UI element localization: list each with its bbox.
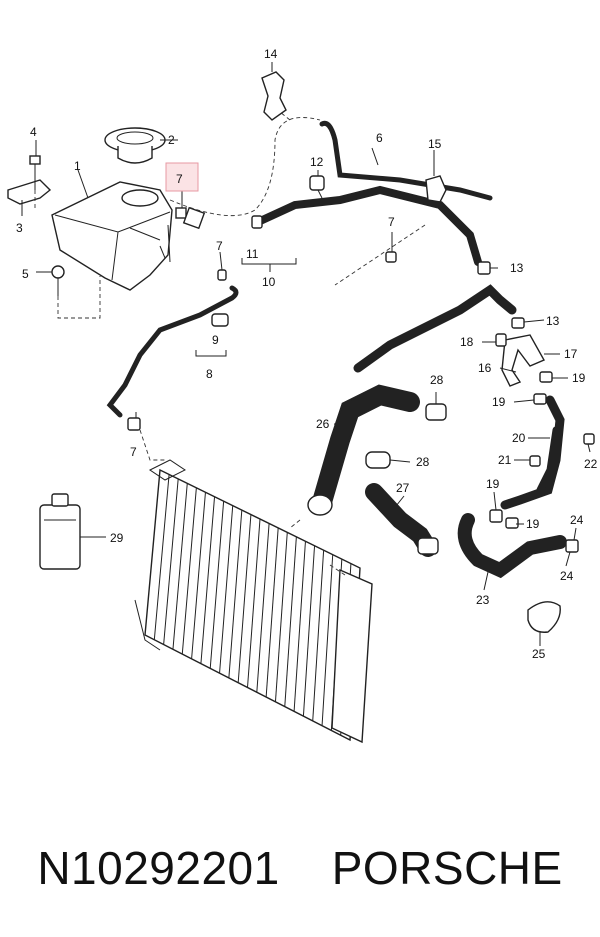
callout-11: 11 [246, 247, 259, 261]
callout-19c: 19 [486, 477, 500, 491]
radiator-fin [219, 505, 234, 674]
clamp-28b [365, 451, 391, 469]
radiator-fin [163, 478, 179, 645]
callout-18: 18 [460, 335, 474, 349]
sensor-12 [309, 175, 325, 199]
bracket-14 [261, 71, 287, 121]
callout-10: 10 [262, 275, 276, 289]
callout-13a: 13 [510, 261, 524, 275]
callout-28b: 28 [416, 455, 430, 469]
callout-1: 1 [74, 159, 81, 173]
radiator-fin [321, 554, 334, 726]
callout-15: 15 [428, 137, 442, 151]
caption-bar: N10292201 PORSCHE [0, 828, 600, 908]
brand-name: PORSCHE [331, 842, 563, 894]
coolant-bottle [39, 493, 81, 570]
valve-15 [425, 175, 447, 203]
callout-20: 20 [512, 431, 526, 445]
callout-27: 27 [396, 481, 410, 495]
radiator-fin [209, 501, 225, 669]
clip-7-highlighted [175, 206, 206, 230]
radiator-fin [181, 487, 197, 655]
radiator-fin [293, 541, 306, 712]
callout-19b: 19 [492, 395, 506, 409]
callout-9: 9 [212, 333, 219, 347]
callout-7b: 7 [216, 239, 223, 253]
callout-19a: 19 [572, 371, 586, 385]
callout-24b: 24 [560, 569, 574, 583]
callout-4: 4 [30, 125, 37, 139]
callout-14: 14 [264, 47, 278, 61]
parts-diagram: 1 2 3 4 5 6 7 7 7 7 8 9 10 11 12 13 13 1… [7, 47, 598, 744]
clamp-13a [477, 261, 491, 275]
part-number: N10292201 [37, 842, 280, 894]
callout-8: 8 [206, 367, 213, 381]
callout-13b: 13 [546, 314, 560, 328]
clamp-9 [211, 313, 229, 327]
radiator-fin [153, 474, 170, 640]
callout-7d: 7 [130, 445, 137, 459]
callout-19d: 19 [526, 517, 540, 531]
radiator-fin [228, 510, 243, 678]
radiator-fin [312, 550, 325, 721]
callout-28a: 28 [430, 373, 444, 387]
clamp-11 [251, 215, 263, 229]
callout-3: 3 [16, 221, 23, 235]
screw-5 [51, 265, 65, 296]
callout-22: 22 [584, 457, 598, 471]
radiator-fin [191, 492, 206, 659]
radiator-fin [302, 545, 316, 717]
radiator-fin [247, 518, 261, 688]
callout-26: 26 [316, 417, 330, 431]
clamp-28a [425, 403, 447, 421]
screw-4 [29, 155, 41, 190]
bracket [7, 179, 52, 205]
radiator-fin [237, 514, 252, 683]
radiator-fin [256, 523, 270, 693]
radiator-fin [284, 536, 297, 707]
highlight-box [165, 162, 199, 192]
radiator-fin [274, 532, 288, 702]
expansion-tank [51, 181, 173, 291]
callout-25: 25 [532, 647, 546, 661]
radiator-fin [172, 483, 188, 650]
tank-cap [104, 127, 166, 164]
callout-7c: 7 [388, 215, 395, 229]
callout-17: 17 [564, 347, 578, 361]
callout-24a: 24 [570, 513, 584, 527]
callout-21: 21 [498, 453, 512, 467]
radiator-fin [200, 496, 216, 664]
radiator-fin [265, 527, 279, 698]
callout-7a: 7 [176, 172, 183, 186]
callout-16: 16 [478, 361, 492, 375]
callout-29: 29 [110, 531, 124, 545]
callout-2: 2 [168, 133, 175, 147]
callout-23: 23 [476, 593, 490, 607]
gasket-25 [527, 601, 561, 633]
radiator [134, 459, 373, 744]
callout-5: 5 [22, 267, 29, 281]
callout-6: 6 [376, 131, 383, 145]
callout-12: 12 [310, 155, 324, 169]
